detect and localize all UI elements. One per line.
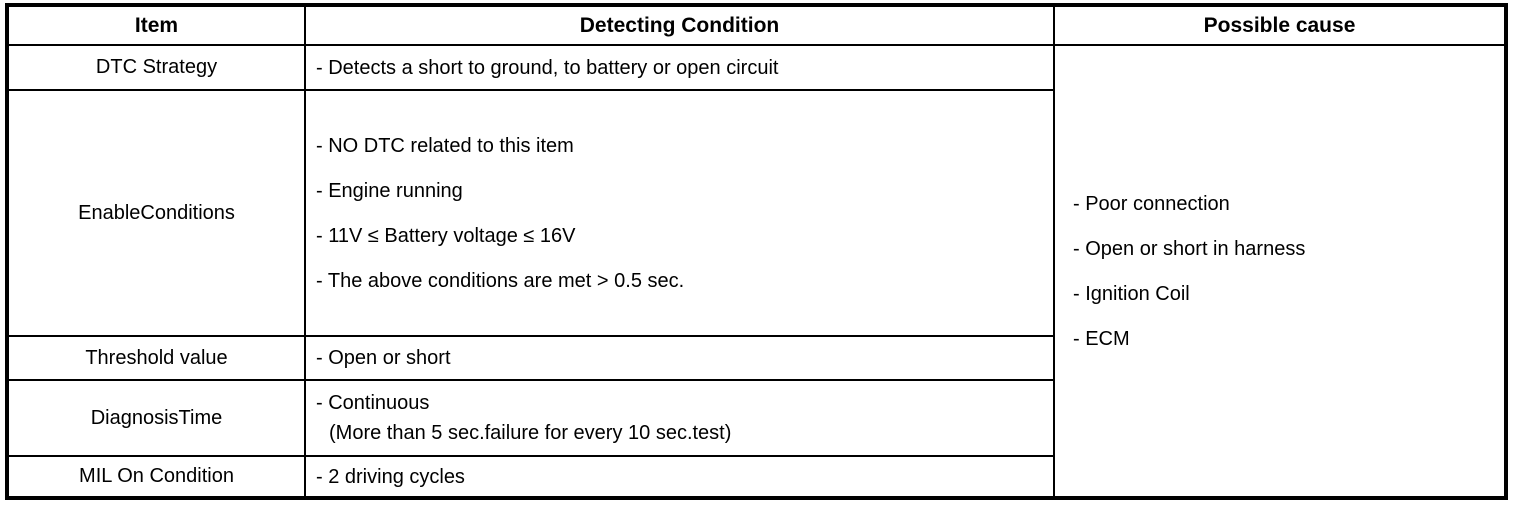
column-header-item: Item: [6, 4, 306, 46]
row-label-diagnosis-time: DiagnosisTime: [6, 379, 306, 457]
table-row-mil-on-condition: MIL On Condition - 2 driving cycles: [6, 455, 1506, 499]
table-row-diagnosis-time: DiagnosisTime - Continuous (More than 5 …: [6, 379, 1506, 457]
condition-line-continued: (More than 5 sec.failure for every 10 se…: [329, 422, 732, 444]
condition-line: - Detects a short to ground, to battery …: [316, 56, 779, 79]
condition-line: - 2 driving cycles: [316, 465, 465, 488]
possible-cause-cell: - Poor connection - Open or short in har…: [1053, 44, 1507, 499]
table-row-dtc-strategy: DTC Strategy - Detects a short to ground…: [6, 44, 1507, 499]
row-label-threshold-value: Threshold value: [6, 335, 306, 381]
condition-line: - NO DTC related to this item: [316, 134, 574, 157]
column-header-detecting-condition: Detecting Condition: [304, 4, 1055, 46]
mil-on-condition-cell: - 2 driving cycles: [304, 455, 1055, 499]
row-label-dtc-strategy: DTC Strategy: [6, 44, 306, 91]
header-row: Item Detecting Condition Possible cause: [6, 4, 1507, 46]
condition-line: - 11V ≤ Battery voltage ≤ 16V: [316, 224, 576, 247]
possible-cause-item: - Poor connection: [1073, 192, 1230, 215]
condition-line: - Open or short: [316, 347, 451, 369]
possible-cause-item: - Ignition Coil: [1073, 282, 1190, 305]
possible-cause-item: - ECM: [1073, 327, 1130, 350]
table-row-enable-conditions: EnableConditions - NO DTC related to thi…: [6, 89, 1506, 337]
table-row-threshold-value: Threshold value - Open or short: [6, 335, 1506, 381]
threshold-value-condition-cell: - Open or short: [304, 335, 1055, 381]
diagnosis-time-condition-cell: - Continuous (More than 5 sec.failure fo…: [304, 379, 1055, 457]
condition-line: - Continuous: [316, 392, 430, 414]
dtc-strategy-condition-cell: - Detects a short to ground, to battery …: [304, 44, 1055, 91]
enable-conditions-cell: - NO DTC related to this item - Engine r…: [304, 89, 1055, 337]
dtc-detecting-condition-table: Item Detecting Condition Possible cause …: [5, 3, 1508, 500]
row-label-mil-on-condition: MIL On Condition: [6, 455, 306, 499]
possible-cause-item: - Open or short in harness: [1073, 237, 1306, 260]
condition-line: - The above conditions are met > 0.5 sec…: [316, 269, 685, 292]
column-header-possible-cause: Possible cause: [1053, 4, 1507, 46]
row-label-enable-conditions: EnableConditions: [6, 89, 306, 337]
condition-line: - Engine running: [316, 179, 463, 202]
